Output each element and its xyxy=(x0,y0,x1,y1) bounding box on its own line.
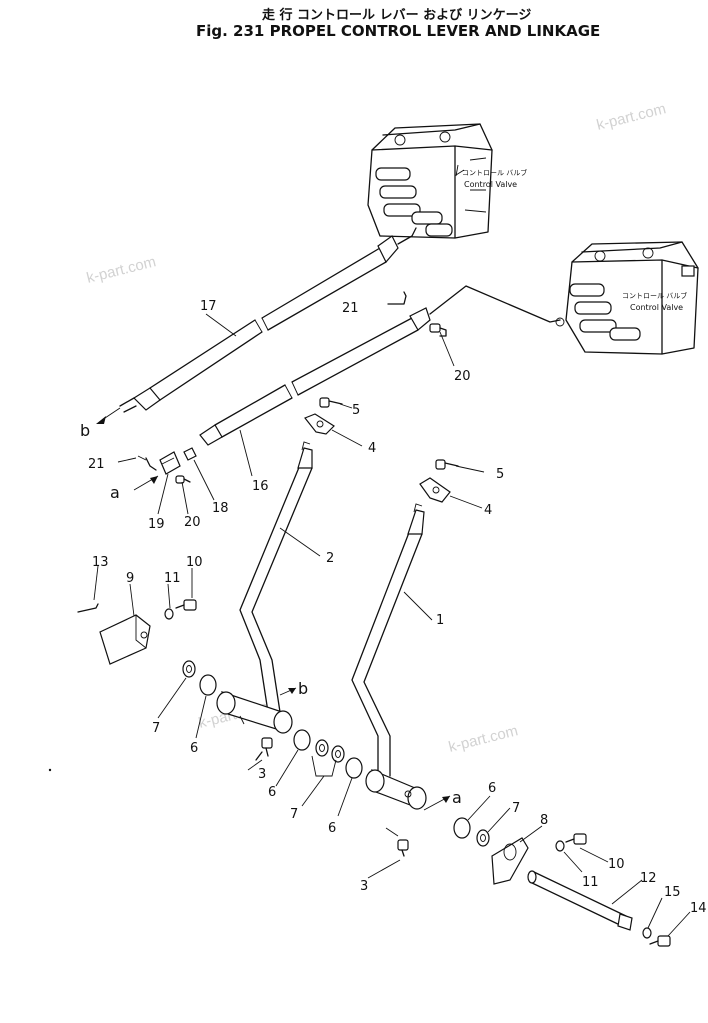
part-number-label-16: 16 xyxy=(252,479,269,494)
rod-17 xyxy=(96,227,417,424)
grease-fitting-3-right xyxy=(385,827,409,857)
watermark: k-part.com xyxy=(595,100,668,134)
grease-fitting-3-left xyxy=(255,737,273,761)
part-number-label-6: 6 xyxy=(488,781,496,796)
part-number-label-9: 9 xyxy=(126,571,134,586)
part-number-label-3: 3 xyxy=(360,879,368,894)
part-number-label-8: 8 xyxy=(540,813,548,828)
link-4-lower xyxy=(419,477,451,503)
part-number-label-6: 6 xyxy=(190,741,198,756)
bolt-10 xyxy=(175,599,587,845)
control-valve-label-en: Control Valve xyxy=(464,180,517,189)
connection-letter-b: b xyxy=(80,421,90,440)
hub-lever-1 xyxy=(365,769,427,810)
control-valve-upper xyxy=(367,123,493,239)
clip-21-leader xyxy=(117,455,147,463)
part-number-label-5: 5 xyxy=(496,467,504,482)
bolt-14 xyxy=(649,935,671,947)
bushing-6 xyxy=(199,674,471,839)
bolt-5-lower xyxy=(435,459,459,470)
part-number-label-20: 20 xyxy=(454,369,471,384)
part-number-label-11: 11 xyxy=(582,875,599,890)
yoke-19 xyxy=(159,451,181,475)
connection-letter-b: b xyxy=(298,679,308,698)
part-number-label-6: 6 xyxy=(328,821,336,836)
part-number-label-7: 7 xyxy=(152,721,160,736)
part-number-label-13: 13 xyxy=(92,555,109,570)
title-english: Fig. 231 PROPEL CONTROL LEVER AND LINKAG… xyxy=(196,22,600,40)
hub-lever-2 xyxy=(216,691,293,734)
control-valve-label-en: Control Valve xyxy=(630,303,683,312)
part-number-label-3: 3 xyxy=(258,767,266,782)
lever-2 xyxy=(239,441,313,713)
part-number-label-1: 1 xyxy=(436,613,444,628)
washer-15 xyxy=(642,927,652,939)
shaft-12 xyxy=(527,870,633,931)
part-number-label-7: 7 xyxy=(290,807,298,822)
bracket-8 xyxy=(491,837,529,885)
part-number-label-4: 4 xyxy=(368,441,376,456)
part-number-label-2: 2 xyxy=(326,551,334,566)
control-valve-lower xyxy=(555,241,699,355)
pin-20-lower xyxy=(175,475,191,484)
clip-21-lower xyxy=(145,457,157,471)
lever-1 xyxy=(351,503,425,777)
part-number-label-10: 10 xyxy=(608,857,625,872)
control-valve-label-jp: コントロール バルブ xyxy=(462,168,527,177)
cotter-pin-13 xyxy=(77,603,99,613)
part-number-label-4: 4 xyxy=(484,503,492,518)
arrow-connection-a xyxy=(133,475,451,811)
control-valve-label-jp: コントロール バルブ xyxy=(622,291,687,300)
leader-lines xyxy=(93,313,691,937)
watermark: k-part.com xyxy=(447,722,520,756)
link-4-upper xyxy=(304,413,335,435)
washer-11 xyxy=(164,608,565,852)
clip-21-upper xyxy=(387,291,407,305)
scan-dot xyxy=(48,768,52,772)
part-number-label-20: 20 xyxy=(184,515,201,530)
part-number-label-19: 19 xyxy=(148,517,165,532)
connection-letter-a: a xyxy=(452,788,462,807)
part-number-label-17: 17 xyxy=(200,299,217,314)
part-number-label-5: 5 xyxy=(352,403,360,418)
pin-20-upper xyxy=(429,323,447,337)
part-number-label-18: 18 xyxy=(212,501,229,516)
part-number-label-11: 11 xyxy=(164,571,181,586)
part-number-label-10: 10 xyxy=(186,555,203,570)
part-number-label-15: 15 xyxy=(664,885,681,900)
washer-7 xyxy=(182,660,490,847)
connection-letter-a: a xyxy=(110,483,120,502)
title-japanese: 走 行 コントロール レバー および リンケージ xyxy=(262,7,531,23)
watermark: k-part.com xyxy=(85,253,158,287)
part-number-label-12: 12 xyxy=(640,871,657,886)
part-number-label-21: 21 xyxy=(342,301,359,316)
rod-16 xyxy=(199,285,561,446)
bolt-5-upper xyxy=(319,397,343,408)
part-number-label-6: 6 xyxy=(268,785,276,800)
nut-18 xyxy=(183,447,197,461)
part-number-label-14: 14 xyxy=(690,901,707,916)
part-number-label-7: 7 xyxy=(512,801,520,816)
part-number-label-21: 21 xyxy=(88,457,105,472)
bracket-9 xyxy=(99,614,151,665)
arrow-connection-b xyxy=(279,687,297,696)
